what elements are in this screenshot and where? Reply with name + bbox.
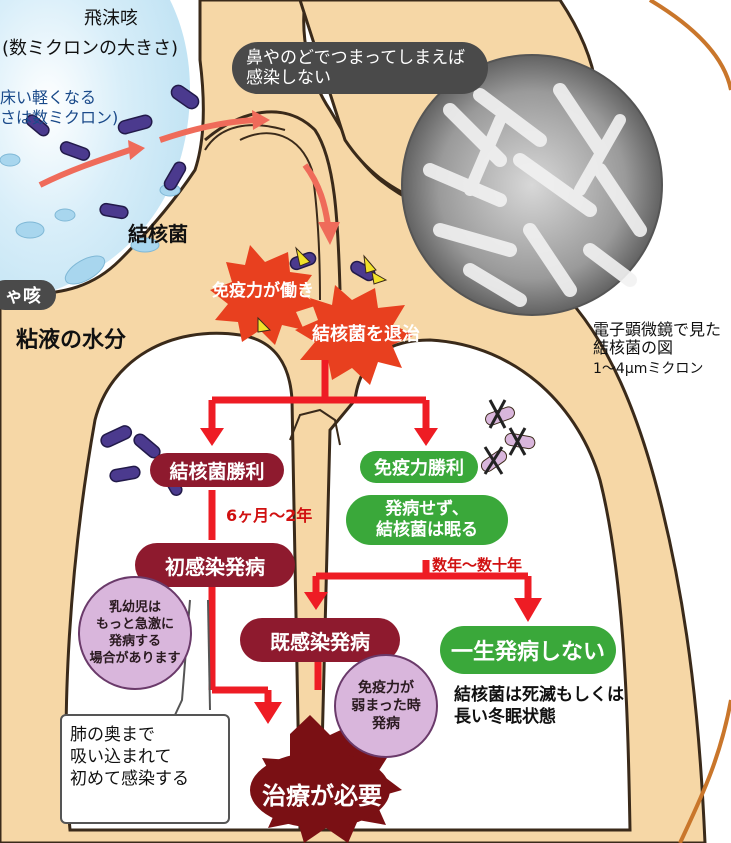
infant-note-bubble: 乳幼児は もっと急激に 発病する 場合があります [78, 576, 192, 690]
microscope-scale: 1～4μmミクロン [593, 358, 703, 378]
nose-throat-note: 鼻やのどでつまってしまえば 感染しない [232, 42, 488, 94]
no-onset-node: 発病せず、 結核菌は眠る [346, 495, 508, 545]
weak-immunity-bubble: 免疫力が 弱まった時 発病 [334, 654, 438, 758]
tb-wins-node: 結核菌勝利 [150, 453, 284, 487]
years-decades-label: 数年～数十年 [432, 554, 522, 575]
period-6m-2y-label: 6ヶ月～2年 [226, 502, 312, 526]
cough-partial-label: ゃ咳 [0, 280, 56, 310]
mucus-water-label: 粘液の水分 [16, 322, 126, 354]
never-onset-node: 一生発病しない [440, 626, 616, 674]
immunity-wins-node: 免疫力勝利 [360, 451, 478, 483]
dormant-label-2: 長い冬眠状態 [454, 702, 556, 727]
repel-tb-label: 結核菌を退治 [312, 320, 420, 346]
deep-lung-note: 肺の奥まで 吸い込まれて 初めて感染する [60, 714, 230, 824]
immunity-works-label: 免疫力が働き [212, 276, 314, 301]
treatment-label: 治療が必要 [262, 776, 382, 811]
droplet-size-label: (数ミクロンの大きさ) [2, 34, 178, 60]
droplet-cough-label: 飛沫咳 [84, 4, 138, 30]
microscope-caption-2: 結核菌の図 [593, 334, 673, 358]
light-left-label-2: さは数ミクロン) [0, 104, 118, 128]
tb-bacteria-label: 結核菌 [128, 218, 188, 247]
